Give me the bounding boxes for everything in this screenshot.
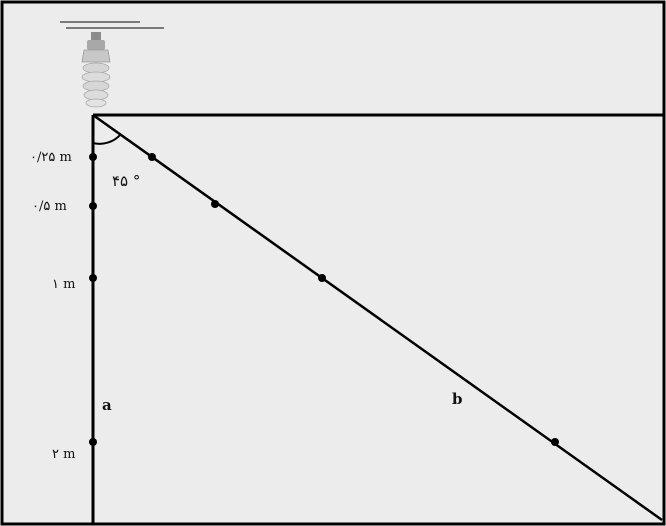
diagonal-line-b <box>92 113 663 522</box>
distance-label-2: ۰/۵ m <box>32 199 67 214</box>
point-b-1 <box>148 153 156 161</box>
angle-label: ۴۵ ° <box>112 172 140 190</box>
distance-label-4: ۲ m <box>52 447 75 462</box>
angle-arc <box>92 133 122 145</box>
point-a-3 <box>89 274 97 282</box>
point-b-4 <box>551 438 559 446</box>
line-b-label: b <box>452 390 463 408</box>
point-a-1 <box>89 153 97 161</box>
point-b-3 <box>318 274 326 282</box>
point-a-4 <box>89 438 97 446</box>
point-a-2 <box>89 202 97 210</box>
line-a-label: a <box>102 396 112 414</box>
distance-label-1: ۰/۲۵ m <box>30 150 72 165</box>
point-b-2 <box>211 200 219 208</box>
lamp-icon <box>81 32 111 108</box>
distance-label-3: ۱ m <box>52 277 75 292</box>
